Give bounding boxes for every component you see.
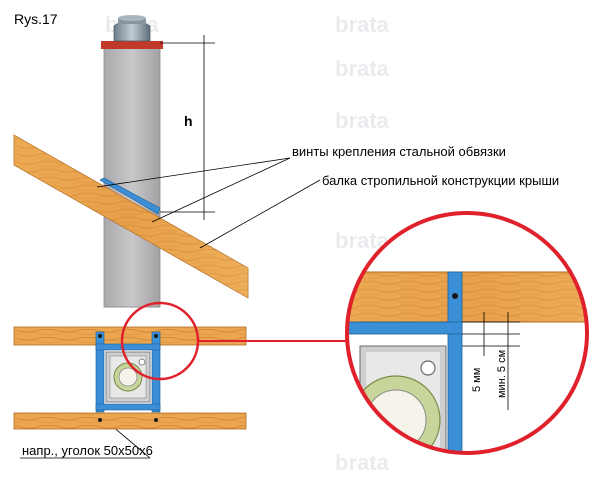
callout-angle: напр., уголок 50х50х6 [22, 443, 153, 458]
rafter-beam [13, 134, 249, 299]
dimension-gap-label: 5 мм [471, 368, 483, 392]
steel-band-slope [99, 177, 161, 215]
callout-beam: балка стропильной конструкции крыши [322, 173, 559, 188]
svg-text:brata: brata [335, 12, 390, 37]
plan-joist-top [13, 326, 247, 346]
dimension-h [160, 35, 215, 220]
plan-joist-bottom [13, 412, 247, 430]
chimney-cap [101, 15, 163, 49]
figure-label: Rys.17 [14, 11, 58, 27]
svg-text:brata: brata [335, 56, 390, 81]
steel-frame-plan [95, 331, 161, 422]
dimension-h-label: h [184, 113, 193, 129]
detail-magnified [347, 213, 587, 453]
chimney-body [103, 46, 161, 308]
svg-text:brata: brata [335, 108, 390, 133]
chimney-plan-section [105, 351, 151, 403]
dimension-min-label: мин. 5 см [496, 350, 508, 398]
svg-text:brata: brata [335, 450, 390, 472]
detail-marker-large [345, 211, 589, 455]
callout-screws: винты крепления стальной обвязки [292, 144, 506, 159]
